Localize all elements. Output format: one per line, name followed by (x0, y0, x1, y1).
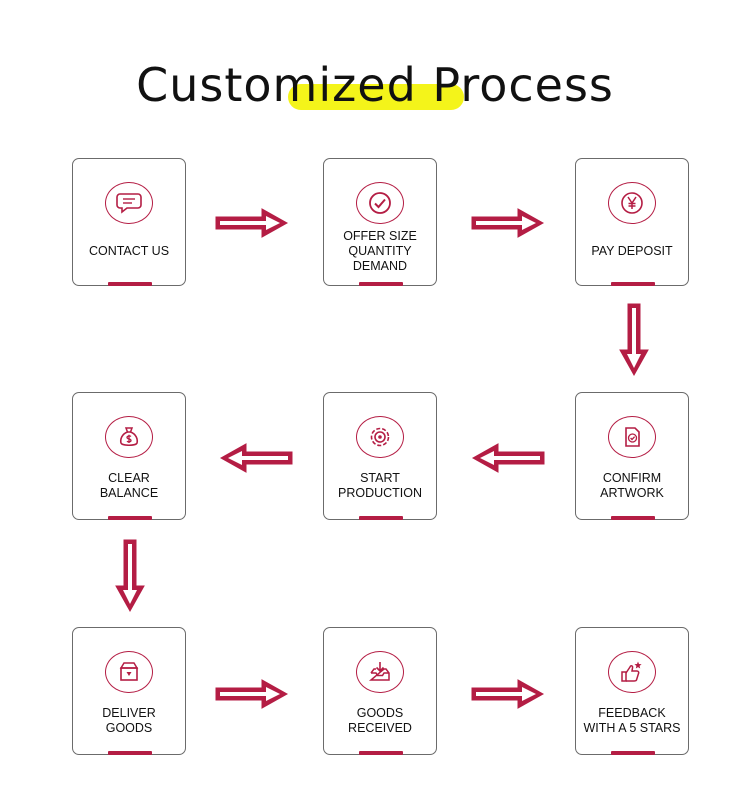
step-accent-bar (359, 282, 403, 286)
arrow-left-2 (219, 443, 293, 473)
step-label: DELIVER GOODS (102, 706, 156, 735)
step-card-feedback: FEEDBACK WITH A 5 STARS (575, 627, 689, 755)
document-check-icon (608, 416, 656, 458)
step-accent-bar (108, 751, 152, 755)
step-label: GOODS RECEIVED (348, 706, 412, 735)
chat-bubble-icon (105, 182, 153, 224)
arrow-right-3 (215, 679, 289, 709)
step-label: CLEAR BALANCE (99, 471, 159, 500)
arrow-left-1 (471, 443, 545, 473)
arrow-right-4 (471, 679, 545, 709)
inbox-download-icon (356, 651, 404, 693)
step-card-deliver-goods: DELIVER GOODS (72, 627, 186, 755)
arrow-down-1 (619, 303, 649, 377)
step-label: FEEDBACK WITH A 5 STARS (583, 706, 681, 735)
page-title: Customized Process (136, 58, 614, 112)
money-bag-icon (105, 416, 153, 458)
step-card-contact-us: CONTACT US (72, 158, 186, 286)
step-label: START PRODUCTION (337, 471, 423, 500)
step-accent-bar (359, 751, 403, 755)
step-accent-bar (611, 516, 655, 520)
step-label: CONTACT US (88, 244, 170, 258)
step-label: OFFER SIZE QUANTITY DEMAND (343, 229, 417, 273)
step-accent-bar (108, 282, 152, 286)
step-card-start-production: START PRODUCTION (323, 392, 437, 520)
step-accent-bar (359, 516, 403, 520)
thumbs-up-star-icon (608, 651, 656, 693)
step-card-clear-balance: CLEAR BALANCE (72, 392, 186, 520)
step-card-pay-deposit: PAY DEPOSIT (575, 158, 689, 286)
delivery-box-icon (105, 651, 153, 693)
arrow-right-1 (215, 208, 289, 238)
step-card-offer-size: OFFER SIZE QUANTITY DEMAND (323, 158, 437, 286)
step-accent-bar (611, 282, 655, 286)
arrow-down-2 (115, 539, 145, 613)
step-label: PAY DEPOSIT (591, 244, 673, 258)
step-card-confirm-artwork: CONFIRM ARTWORK (575, 392, 689, 520)
title-highlight (288, 84, 464, 110)
step-label: CONFIRM ARTWORK (600, 471, 664, 500)
yen-icon (608, 182, 656, 224)
arrow-right-2 (471, 208, 545, 238)
step-accent-bar (108, 516, 152, 520)
step-card-goods-received: GOODS RECEIVED (323, 627, 437, 755)
step-accent-bar (611, 751, 655, 755)
gear-icon (356, 416, 404, 458)
check-circle-icon (356, 182, 404, 224)
